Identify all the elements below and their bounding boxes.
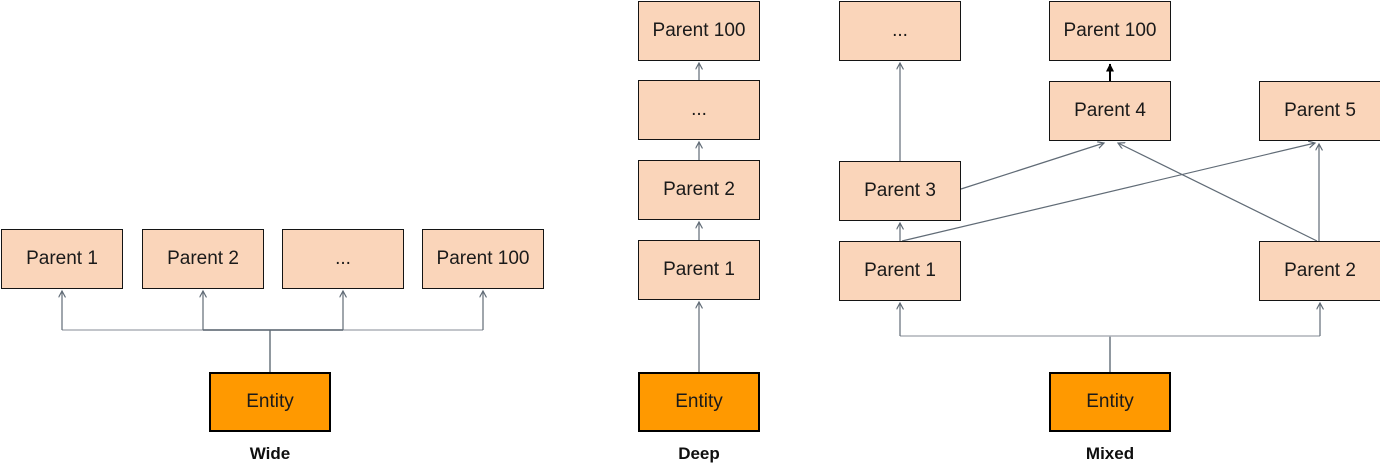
- wide-parent-1-box: Parent 1: [1, 229, 123, 289]
- node-label: Parent 2: [1284, 260, 1356, 281]
- node-label: Entity: [1086, 391, 1134, 412]
- node-label: Entity: [675, 391, 723, 412]
- mixed-parent-2-box: Parent 2: [1259, 241, 1380, 301]
- wide-edges: [62, 291, 483, 372]
- mixed-parent-dots-box: ...: [839, 1, 961, 61]
- mixed-arrow-parent3-parent4: [960, 143, 1104, 190]
- mixed-caption: Mixed: [1085, 444, 1135, 463]
- wide-entity-box: Entity: [209, 372, 331, 432]
- deep-caption: Deep: [678, 444, 720, 463]
- node-label: Parent 100: [652, 20, 746, 41]
- node-label: Parent 100: [436, 248, 530, 269]
- deep-parent-2-box: Parent 2: [638, 160, 760, 220]
- mixed-arrow-parent2-parent4: [1118, 143, 1318, 242]
- mixed-parent-3-box: Parent 3: [839, 161, 961, 221]
- node-label: Parent 2: [167, 248, 239, 269]
- mixed-entity-box: Entity: [1049, 372, 1171, 432]
- deep-parent-dots-box: ...: [638, 80, 760, 140]
- deep-parent-100-box: Parent 100: [638, 1, 760, 61]
- node-label: ...: [691, 99, 707, 120]
- wide-parent-100-box: Parent 100: [422, 229, 544, 289]
- node-label: ...: [335, 248, 351, 269]
- node-label: Entity: [246, 391, 294, 412]
- node-label: Parent 100: [1063, 20, 1157, 41]
- deep-parent-1-box: Parent 1: [638, 240, 760, 300]
- node-label: ...: [892, 20, 908, 41]
- mixed-parent-100-box: Parent 100: [1049, 1, 1171, 61]
- wide-parent-dots-box: ...: [282, 229, 404, 289]
- mixed-parent-4-box: Parent 4: [1049, 81, 1171, 141]
- mixed-parent-1-box: Parent 1: [839, 241, 961, 301]
- deep-entity-box: Entity: [638, 372, 760, 432]
- mixed-arrow-parent1-parent5: [901, 143, 1315, 242]
- node-label: Parent 1: [663, 259, 735, 280]
- node-label: Parent 5: [1284, 100, 1356, 121]
- mixed-parent-5-box: Parent 5: [1259, 81, 1380, 141]
- node-label: Parent 3: [864, 180, 936, 201]
- node-label: Parent 1: [26, 248, 98, 269]
- node-label: Parent 4: [1074, 100, 1146, 121]
- node-label: Parent 2: [663, 179, 735, 200]
- wide-caption: Wide: [249, 444, 291, 463]
- wide-parent-2-box: Parent 2: [142, 229, 264, 289]
- node-label: Parent 1: [864, 260, 936, 281]
- mixed-edges: [900, 63, 1320, 372]
